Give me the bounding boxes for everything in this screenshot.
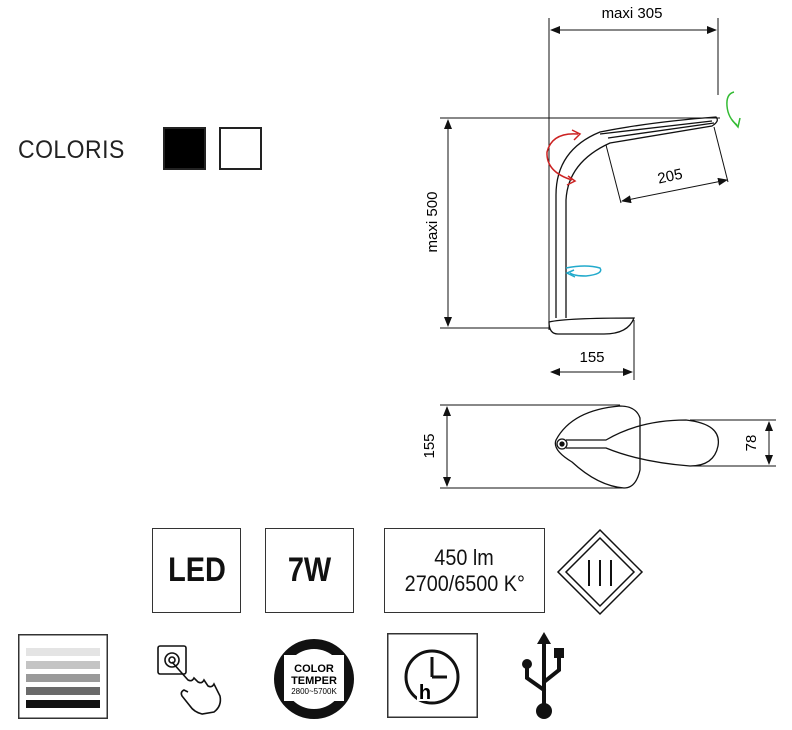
dim-base-depth-text: 155 [421,433,438,458]
dim-height-text: maxi 500 [424,192,441,253]
dimension-height [440,117,720,329]
dimension-base-width [550,320,635,380]
rotation-arrow-head-icon [726,91,741,129]
color-temper-range: 2800~5700K [291,687,337,696]
dimension-top-width [548,18,719,330]
lamp-side-view [548,116,718,335]
dim-head-width-text: 78 [743,435,760,452]
spec-box-lumens: 450 lm 2700/6500 K° [384,528,545,613]
dimension-base-depth [440,404,626,489]
lamp-top-view [554,405,720,489]
spec-color-temp-text: 2700/6500 K° [404,570,525,596]
color-swatch-black [163,127,206,170]
color-temper-label-1: COLOR [294,663,334,675]
color-temper-icon: COLOR TEMPER 2800~5700K [274,639,354,719]
spec-box-led: LED [152,528,241,613]
dim-head-length-text: 205 [656,166,684,188]
timer-icon: h [387,633,478,718]
timer-letter: h [419,682,431,704]
rotation-arrow-base-icon [565,265,602,278]
dimension-head-length [605,126,729,204]
spec-power-text: 7W [287,551,332,589]
rotation-arrow-neck-icon [546,129,582,186]
dim-base-width-text: 155 [579,349,604,366]
dimmer-gradient-icon [18,634,108,719]
technical-drawing: maxi 305 maxi 500 205 155 [421,5,776,489]
spec-box-power: 7W [265,528,354,613]
dimension-head-width [690,419,776,467]
dim-top-width-text: maxi 305 [602,5,663,22]
class-three-diamond-icon [556,528,644,616]
color-swatch-white [219,127,262,170]
spec-led-text: LED [167,551,226,589]
color-temper-label-2: TEMPER [291,675,337,687]
touch-switch-icon [157,645,222,715]
coloris-label: COLORIS [18,136,125,164]
usb-icon [522,632,564,719]
spec-lumens-text: 450 lm [434,544,495,570]
